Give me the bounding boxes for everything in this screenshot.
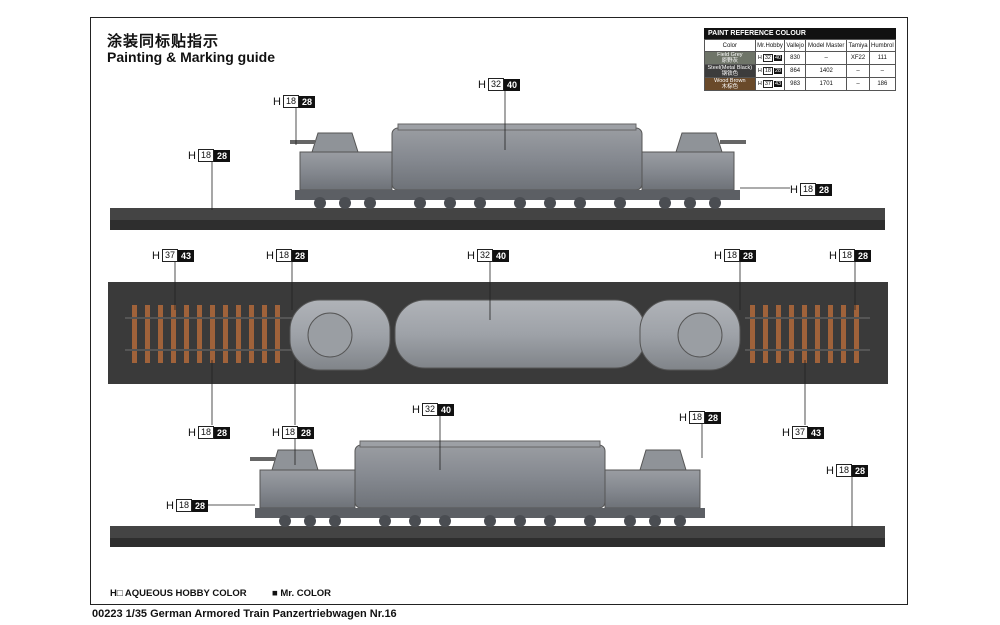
rail-bed [110, 208, 885, 220]
paint-reference-table: PAINT REFERENCE COLOUR Color Mr.Hobby Va… [704, 28, 897, 91]
wheels [314, 197, 721, 209]
central-car [354, 444, 606, 509]
title-chinese: 涂装同标贴指示 [107, 32, 220, 50]
rear-turret [639, 449, 687, 471]
side-view-bottom [110, 415, 885, 547]
rail-bed [110, 526, 885, 538]
humbrol-code: 186 [868, 77, 897, 91]
top-view [108, 262, 888, 425]
front-car [259, 469, 356, 509]
page-frame [90, 17, 908, 605]
color-swatch: Steel(Metal Black)钢铁色 [704, 64, 756, 78]
front-turret-top [307, 312, 353, 358]
turret-gun [290, 140, 315, 144]
central-car [391, 127, 643, 191]
chassis [295, 190, 740, 200]
chassis [255, 508, 705, 518]
rail-ties-right [750, 305, 859, 363]
front-turret [311, 132, 359, 153]
title-english: Painting & Marking guide [107, 49, 276, 65]
central-car-top [394, 299, 646, 369]
rail-bed-base [110, 220, 885, 230]
rear-turret [675, 132, 723, 153]
rear-car [604, 469, 701, 509]
front-car [299, 151, 393, 191]
wheels [279, 515, 686, 527]
paint-table-title: PAINT REFERENCE COLOUR [704, 28, 896, 39]
footer-product-title: 00223 1/35 German Armored Train Panzertr… [92, 608, 397, 620]
rear-car [641, 151, 735, 191]
side-view-top [110, 88, 885, 230]
legend-aqueous: H□ AQUEOUS HOBBY COLOR [110, 588, 247, 599]
modelmaster-code: 1701 [804, 77, 848, 91]
rails [125, 317, 870, 351]
legend-mr-color: ■ Mr. COLOR [272, 588, 332, 599]
rear-turret-top [677, 312, 723, 358]
rail-ties-left [132, 305, 280, 363]
